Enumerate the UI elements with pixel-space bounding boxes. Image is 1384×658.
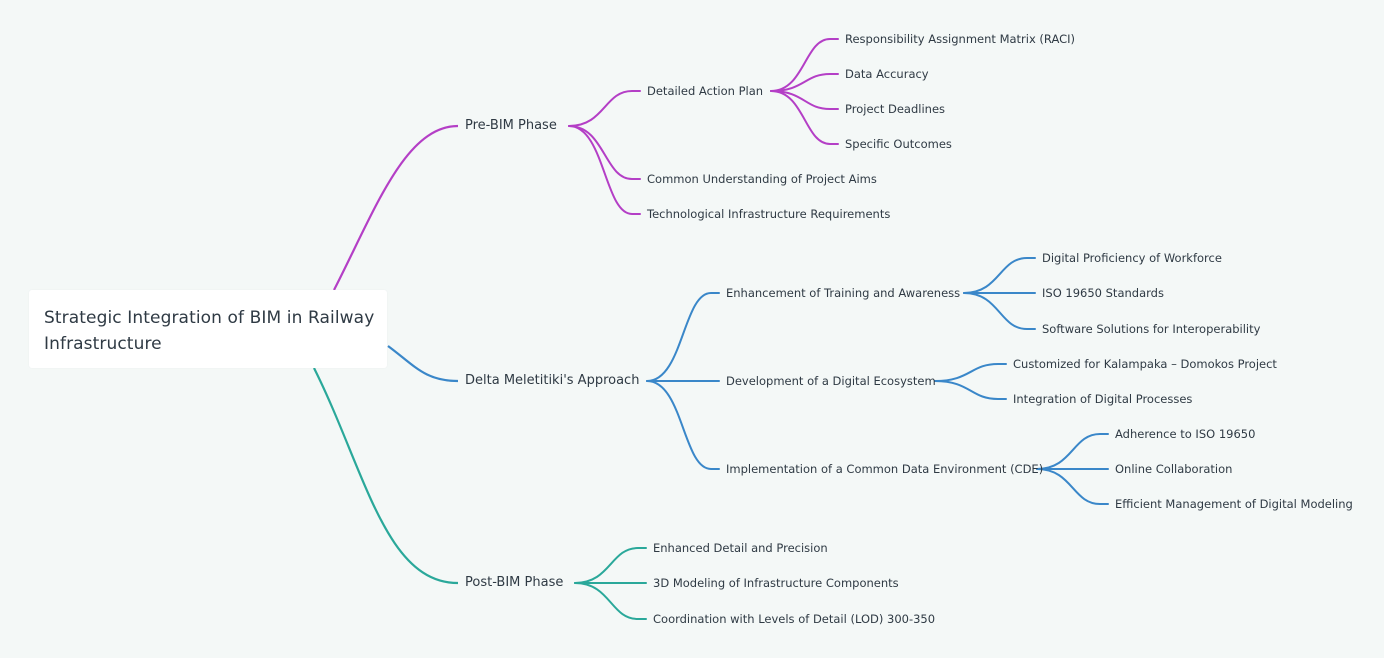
node-common-understanding[interactable]: Common Understanding of Project Aims: [647, 172, 877, 186]
link-ecosystem-child-1: [934, 380, 1007, 400]
node-label: Development of a Digital Ecosystem: [726, 374, 936, 388]
branch-post-bim-phase[interactable]: Post-BIM Phase: [465, 575, 563, 590]
node-label: Detailed Action Plan: [647, 84, 764, 98]
node-kalampaka-domokos[interactable]: Customized for Kalampaka – Domokos Proje…: [1013, 357, 1277, 371]
link-root-pre-bim: [333, 124, 459, 291]
node-detailed-action-plan[interactable]: Detailed Action Plan: [647, 84, 763, 98]
node-label: 3D Modeling of Infrastructure Components: [653, 576, 899, 590]
node-cde[interactable]: Implementation of a Common Data Environm…: [726, 462, 1043, 476]
node-software-solutions[interactable]: Software Solutions for Interoperability: [1042, 322, 1260, 336]
link-training-child-0: [963, 257, 1036, 294]
node-adherence-iso[interactable]: Adherence to ISO 19650: [1115, 427, 1255, 441]
node-label: Efficient Management of Digital Modeling: [1115, 497, 1353, 511]
node-label: Software Solutions for Interoperability: [1042, 322, 1261, 336]
node-label: Technological Infrastructure Requirement…: [647, 207, 891, 221]
link-cde-child-2: [1036, 468, 1109, 505]
link-delta-child-2: [646, 380, 720, 470]
node-label: Data Accuracy: [845, 67, 929, 81]
node-lod[interactable]: Coordination with Levels of Detail (LOD)…: [653, 612, 935, 626]
link-action-plan-child-1: [770, 73, 839, 92]
node-label: Online Collaboration: [1115, 462, 1233, 476]
link-action-plan-child-3: [770, 90, 839, 145]
link-root-delta: [387, 345, 459, 383]
node-enhancement-training[interactable]: Enhancement of Training and Awareness: [726, 286, 960, 300]
node-digital-ecosystem[interactable]: Development of a Digital Ecosystem: [726, 374, 936, 388]
node-digital-proficiency[interactable]: Digital Proficiency of Workforce: [1042, 251, 1222, 265]
node-label: Customized for Kalampaka – Domokos Proje…: [1013, 357, 1277, 371]
node-efficient-management[interactable]: Efficient Management of Digital Modeling: [1115, 497, 1353, 511]
link-action-plan-child-0: [770, 38, 839, 92]
node-online-collaboration[interactable]: Online Collaboration: [1115, 462, 1232, 476]
branch-delta-meletitiki-approach[interactable]: Delta Meletitiki's Approach: [465, 373, 639, 388]
branch-label: Delta Meletitiki's Approach: [465, 373, 640, 388]
node-label: Digital Proficiency of Workforce: [1042, 251, 1222, 265]
node-integration-digital-processes[interactable]: Integration of Digital Processes: [1013, 392, 1192, 406]
node-label: Responsibility Assignment Matrix (RACI): [845, 32, 1076, 46]
node-label: Integration of Digital Processes: [1013, 392, 1193, 406]
branch-pre-bim-phase[interactable]: Pre-BIM Phase: [465, 118, 557, 133]
node-technological-infrastructure[interactable]: Technological Infrastructure Requirement…: [647, 207, 890, 221]
node-label: Enhancement of Training and Awareness: [726, 286, 961, 300]
node-data-accuracy[interactable]: Data Accuracy: [845, 67, 929, 81]
branch-label: Post-BIM Phase: [465, 575, 564, 590]
node-label: Project Deadlines: [845, 102, 946, 116]
root-node[interactable]: Strategic Integration of BIM in Railway …: [29, 290, 387, 368]
link-cde-child-0: [1036, 433, 1109, 470]
node-label: Enhanced Detail and Precision: [653, 541, 828, 555]
node-label: Coordination with Levels of Detail (LOD)…: [653, 612, 936, 626]
link-pre-bim-child-2: [568, 125, 641, 215]
link-action-plan-child-2: [770, 90, 839, 110]
node-project-deadlines[interactable]: Project Deadlines: [845, 102, 945, 116]
node-label: Implementation of a Common Data Environm…: [726, 462, 1044, 476]
node-label: Common Understanding of Project Aims: [647, 172, 877, 186]
link-ecosystem-child-0: [934, 363, 1007, 382]
node-label: Adherence to ISO 19650: [1115, 427, 1256, 441]
link-post-bim-child-0: [574, 547, 647, 584]
link-root-post-bim: [313, 367, 459, 585]
node-enhanced-detail[interactable]: Enhanced Detail and Precision: [653, 541, 828, 555]
node-specific-outcomes[interactable]: Specific Outcomes: [845, 137, 952, 151]
node-3d-modeling[interactable]: 3D Modeling of Infrastructure Components: [653, 576, 899, 590]
node-label: ISO 19650 Standards: [1042, 286, 1164, 300]
link-delta-child-0: [646, 292, 720, 382]
node-raci[interactable]: Responsibility Assignment Matrix (RACI): [845, 32, 1075, 46]
branch-label: Pre-BIM Phase: [465, 118, 557, 133]
link-training-child-2: [963, 292, 1036, 330]
root-title: Strategic Integration of BIM in Railway …: [44, 308, 375, 354]
node-iso-19650-standards[interactable]: ISO 19650 Standards: [1042, 286, 1164, 300]
link-post-bim-child-2: [574, 582, 647, 620]
link-pre-bim-child-0: [568, 90, 641, 127]
node-label: Specific Outcomes: [845, 137, 952, 151]
